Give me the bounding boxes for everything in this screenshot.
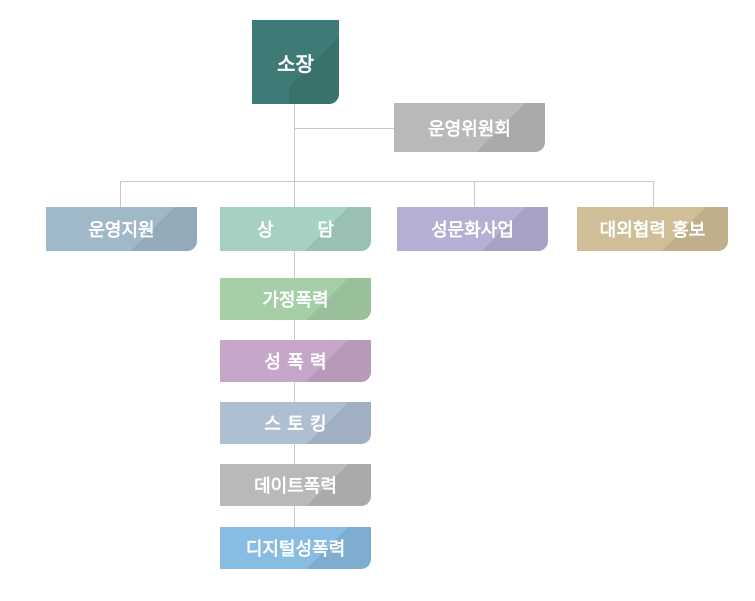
director-box: 소장 (252, 20, 339, 104)
department-box-counseling: 상 담 (220, 207, 371, 251)
connector-committee (294, 128, 394, 129)
unit-label: 성 폭 력 (264, 352, 327, 373)
committee-label: 운영위원회 (428, 118, 511, 140)
connector-director-trunk (294, 103, 295, 182)
unit-box-sexual-violence: 성 폭 력 (220, 340, 371, 382)
connector-dept-4 (653, 181, 654, 208)
unit-box-domestic-violence: 가정폭력 (220, 278, 371, 320)
unit-box-stalking: 스 토 킹 (220, 402, 371, 444)
connector-department-bus (120, 181, 654, 182)
department-box-external-relations: 대외협력 홍보 (577, 207, 728, 251)
department-label: 대외협력 홍보 (599, 220, 706, 241)
connector-dept-2 (294, 181, 295, 208)
committee-box: 운영위원회 (394, 103, 545, 152)
unit-label: 데이트폭력 (254, 476, 337, 497)
department-label: 성문화사업 (431, 220, 514, 241)
department-label: 운영지원 (88, 220, 155, 241)
unit-label: 스 토 킹 (264, 414, 327, 435)
unit-label: 가정폭력 (262, 290, 329, 311)
connector-counseling-units (294, 250, 295, 530)
department-box-operations: 운영지원 (46, 207, 197, 251)
unit-box-digital-sexual-violence: 디지털성폭력 (220, 527, 371, 569)
connector-dept-1 (120, 181, 121, 208)
director-label: 소장 (277, 51, 314, 76)
connector-dept-3 (474, 181, 475, 208)
department-box-sex-culture: 성문화사업 (397, 207, 548, 251)
department-label: 상 담 (257, 220, 334, 241)
unit-label: 디지털성폭력 (245, 539, 346, 560)
unit-box-dating-violence: 데이트폭력 (220, 464, 371, 506)
